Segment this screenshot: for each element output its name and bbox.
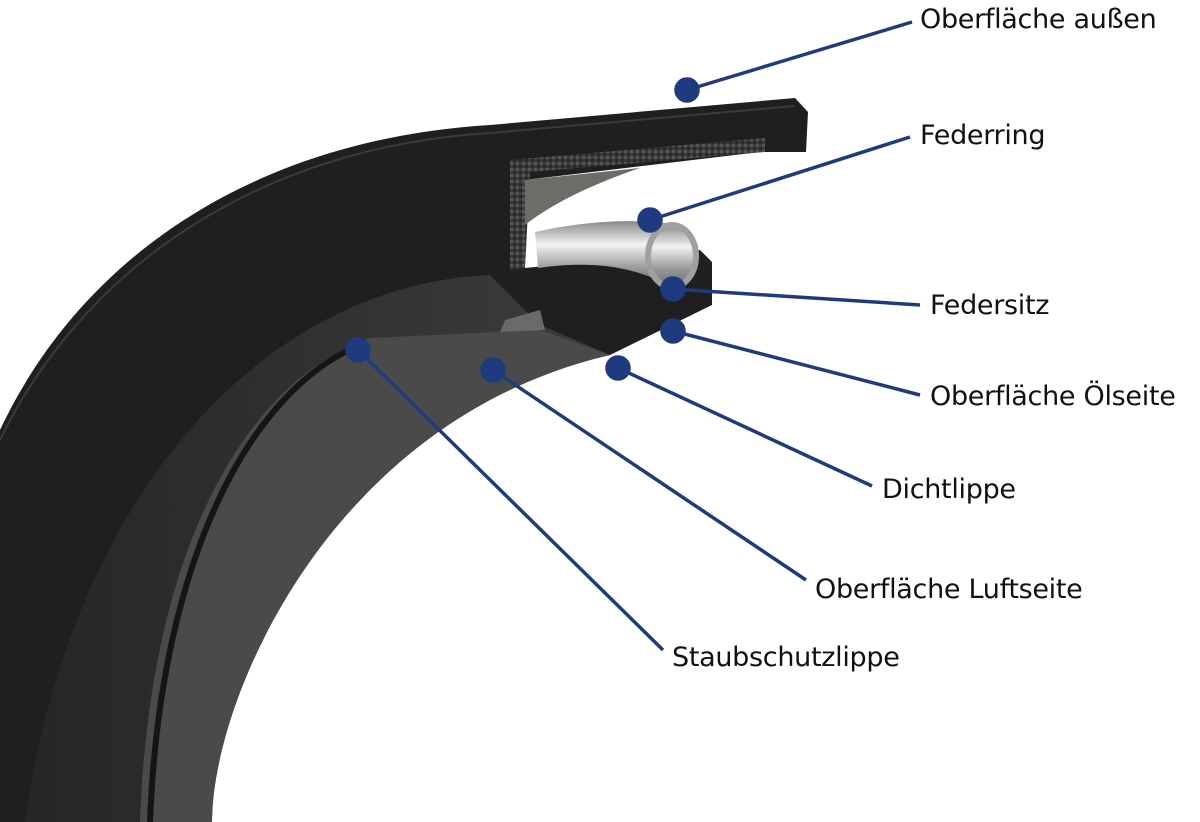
marker-dot — [345, 337, 371, 363]
dust-lip-groove — [147, 342, 362, 822]
marker-dot — [660, 276, 686, 302]
leader-lines — [345, 20, 921, 652]
label-oberflaeche-oelseite: Oberfläche Ölseite — [930, 381, 1176, 412]
label-oberflaeche-luftseite: Oberfläche Luftseite — [815, 574, 1083, 605]
garter-spring — [535, 221, 672, 288]
metal-case-face — [525, 168, 640, 225]
marker-dot — [605, 355, 631, 381]
marker-dot — [660, 318, 686, 344]
label-staubschutzlippe: Staubschutzlippe — [672, 642, 900, 673]
seal-edge-highlight — [0, 105, 796, 441]
reinforcement-fiber — [510, 138, 765, 270]
seal-lip-bottom — [500, 310, 545, 332]
marker-dot — [637, 207, 663, 233]
marker-dot — [674, 77, 700, 103]
label-federsitz: Federsitz — [930, 290, 1050, 321]
label-federring: Federring — [920, 120, 1046, 151]
label-dichtlippe: Dichtlippe — [882, 474, 1016, 505]
marker-dot — [480, 357, 506, 383]
air-side-surface — [140, 330, 610, 822]
label-oberflaeche-aussen: Oberfläche außen — [920, 4, 1157, 35]
